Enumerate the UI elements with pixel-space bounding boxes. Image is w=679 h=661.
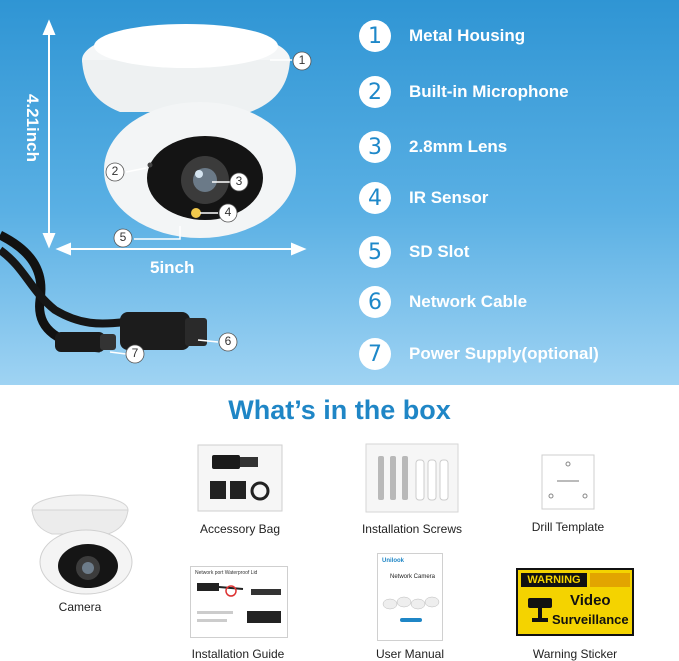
width-dimension-label: 5inch [150,258,195,277]
box-item-drill-template-label: Drill Template [531,520,605,534]
feature-item: 5 SD Slot [359,234,469,270]
feature-label: IR Sensor [409,188,489,207]
feature-item: 1 Metal Housing [359,18,525,54]
installation-guide-thumbnail: Network port Waterproof Lid [190,566,288,638]
feature-label: Built-in Microphone [409,82,569,101]
feature-number: 6 [359,286,391,318]
sticker-logo [590,573,630,587]
sticker-line-2: Surveillance [552,612,629,627]
feature-number: 5 [359,236,391,268]
feature-item: 4 IR Sensor [359,180,488,216]
feature-label: Power Supply(optional) [409,344,599,363]
guide-cover-title: Network port Waterproof Lid [195,570,258,576]
feature-label: Network Cable [409,292,528,311]
feature-number: 1 [359,20,391,52]
feature-banner: 1 2 3 4 5 6 7 4.21inch 5inch 1 Metal Hou… [0,0,679,385]
accessory-bag-thumbnail [197,444,283,512]
callout-2: 2 [111,164,119,178]
feature-item: 2 Built-in Microphone [359,74,569,110]
user-manual-thumbnail: Unilook Network Camera [377,553,443,641]
box-section-title: What’s in the box [228,395,451,425]
sticker-line-1: Video [570,592,611,609]
callout-4: 4 [224,205,232,219]
warning-sticker-thumbnail: WARNING Video Surveillance [516,568,634,636]
box-item-camera-label: Camera [58,600,102,614]
camera-thumbnail [31,494,133,595]
feature-number: 7 [359,338,391,370]
camera-diagram [0,19,312,364]
feature-number: 3 [359,131,391,163]
feature-number: 2 [359,76,391,108]
box-item-warning-sticker-label: Warning Sticker [532,647,618,661]
drill-template-thumbnail [541,454,595,510]
box-item-accessory-bag-label: Accessory Bag [199,522,281,536]
height-dimension-label: 4.21inch [23,93,42,163]
callout-7: 7 [131,346,139,360]
feature-label: 2.8mm Lens [409,137,508,156]
box-item-user-manual-label: User Manual [375,647,445,661]
callout-6: 6 [224,334,232,348]
manual-brand: Unilook [382,558,404,564]
feature-number: 4 [359,182,391,214]
callout-5: 5 [119,230,127,244]
callout-3: 3 [235,174,243,188]
feature-label: Metal Housing [409,26,526,45]
box-item-installation-guide-label: Installation Guide [191,647,285,661]
installation-screws-thumbnail [365,443,459,513]
feature-item: 6 Network Cable [359,284,527,320]
feature-item: 3 2.8mm Lens [359,129,507,165]
surveillance-camera-icon [528,598,552,622]
callout-1: 1 [298,53,306,67]
manual-title: Network Camera [390,574,436,580]
feature-item: 7 Power Supply(optional) [359,336,599,372]
feature-label: SD Slot [409,242,470,261]
sticker-warning-text: WARNING [521,573,587,587]
box-item-installation-screws-label: Installation Screws [361,522,463,536]
